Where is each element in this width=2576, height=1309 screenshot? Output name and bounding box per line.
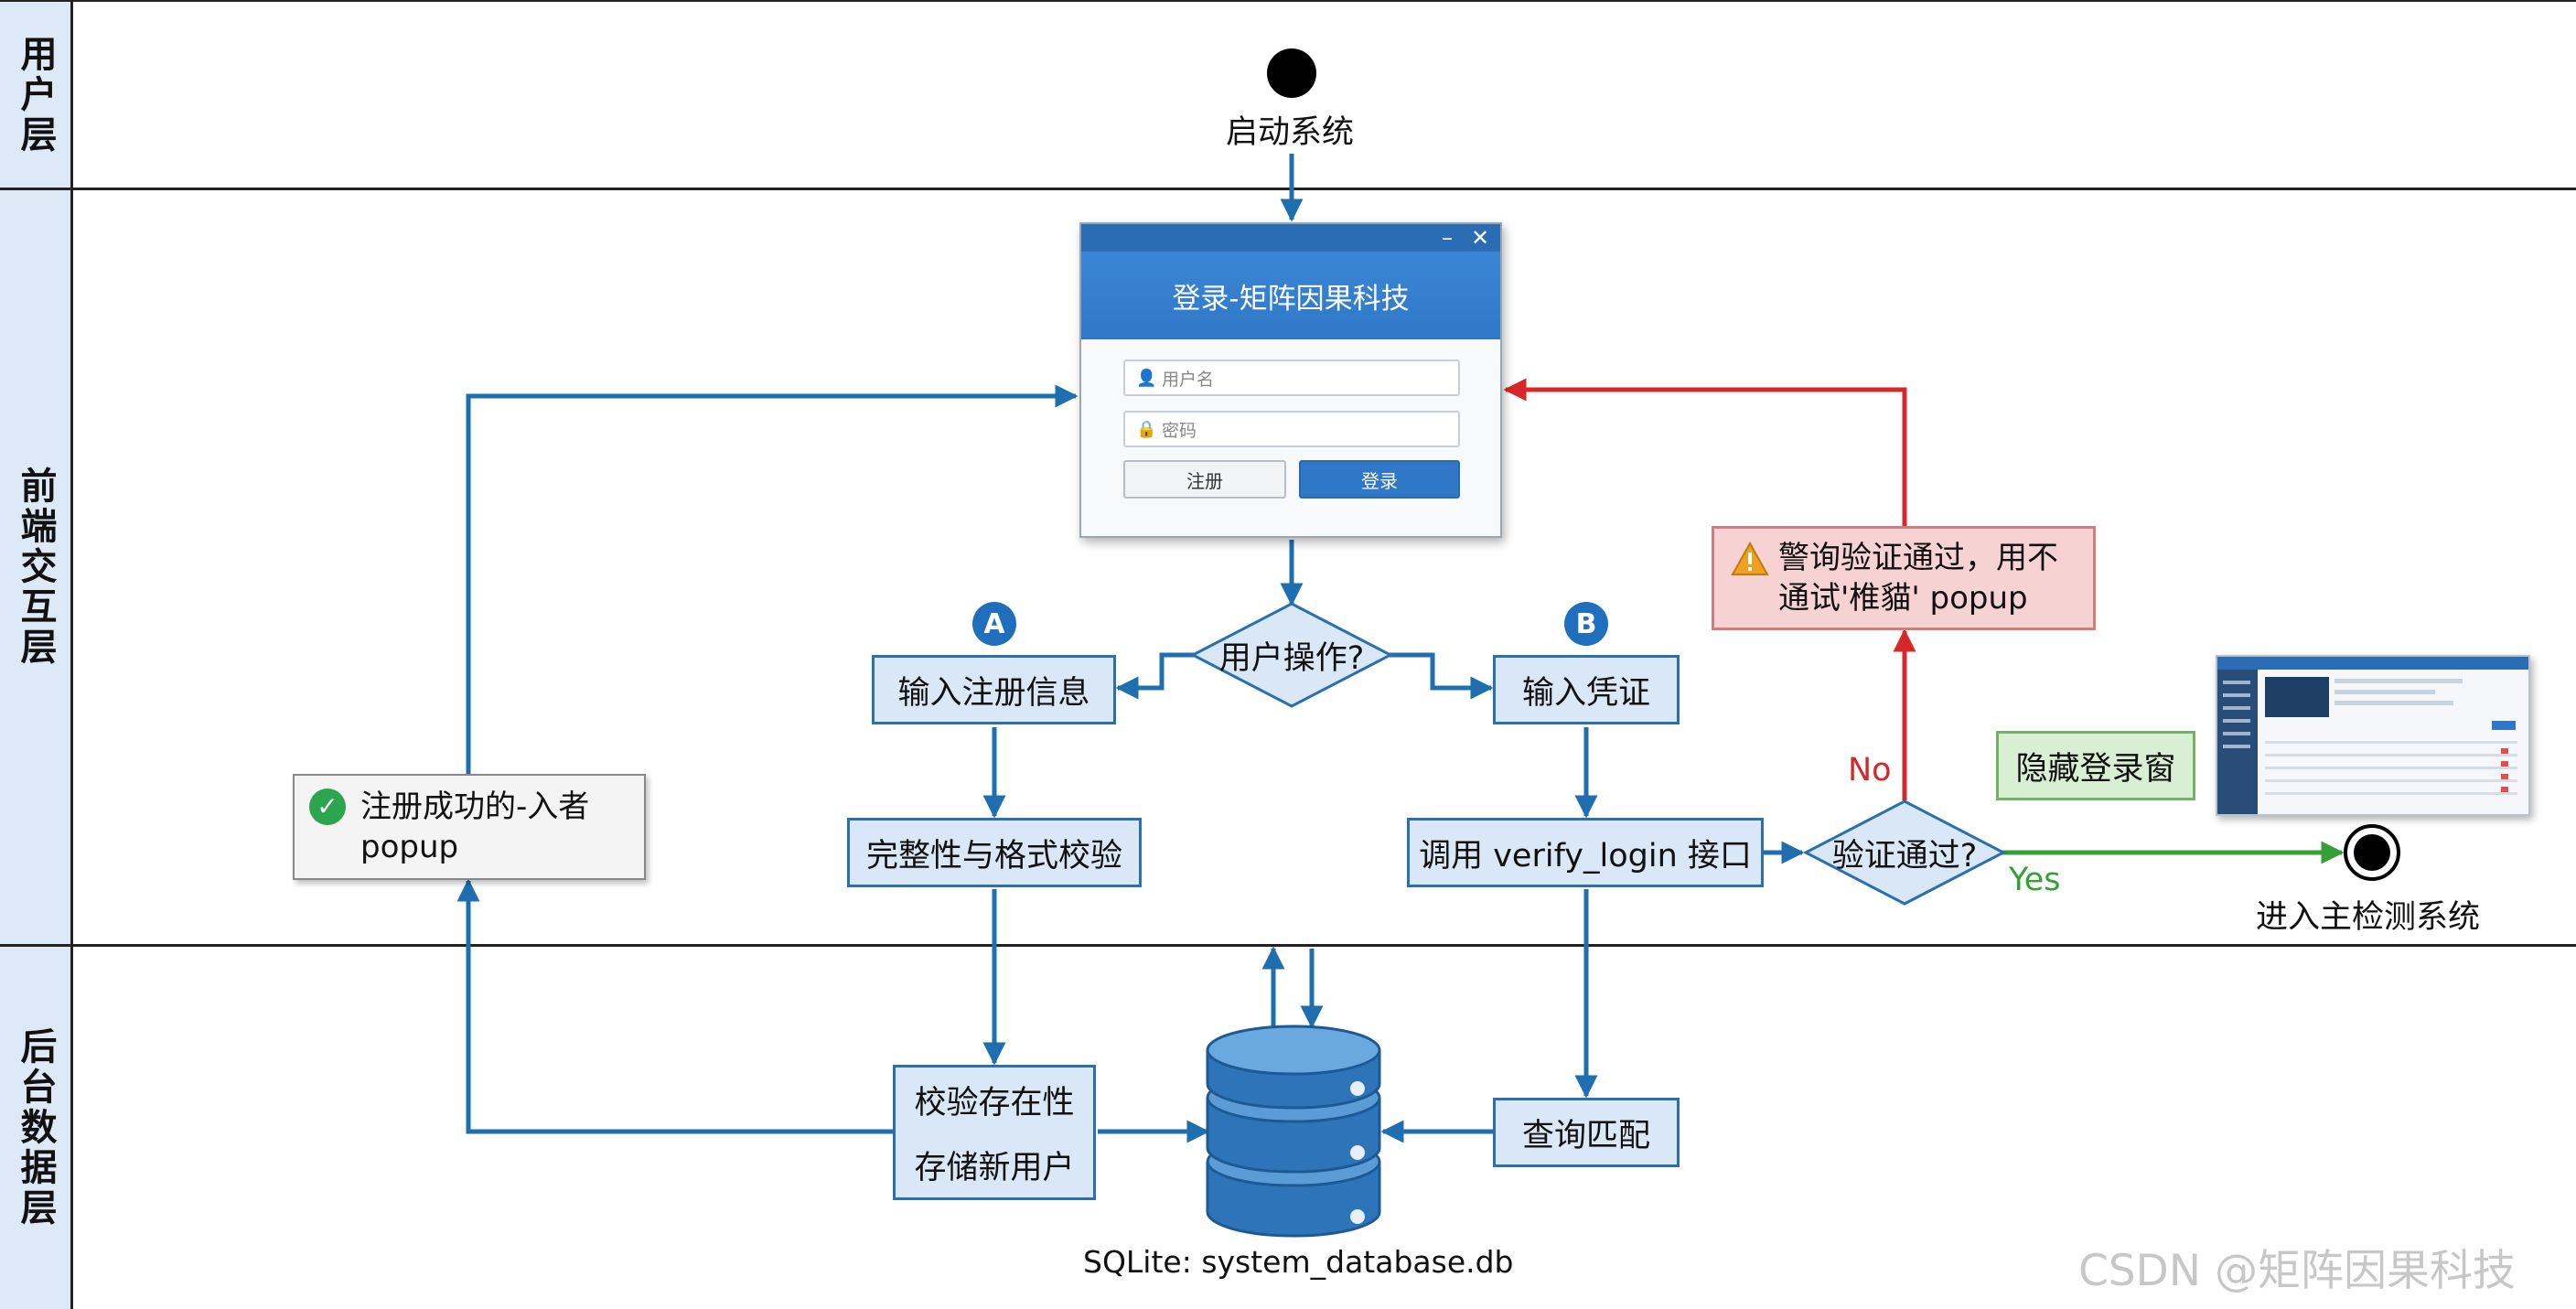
login-button[interactable]: 登录 <box>1299 460 1460 499</box>
username-placeholder: 用户名 <box>1162 369 1215 390</box>
decision-verify-pass <box>1802 799 2007 906</box>
exists-store-box: 校验存在性 存储新用户 <box>893 1065 1096 1200</box>
start-node <box>1267 48 1316 98</box>
enter-main-label: 进入主检测系统 <box>2256 899 2481 936</box>
check-circle-icon: ✓ <box>309 789 346 825</box>
check-exists-label: 校验存在性 <box>914 1085 1075 1121</box>
decision-verify-pass-label: 验证通过? <box>1831 837 1978 874</box>
badge-b: B <box>1564 602 1608 646</box>
main-system-thumbnail <box>2216 655 2530 816</box>
badge-a: A <box>972 602 1016 646</box>
register-success-popup: ✓ 注册成功的-入者 popup <box>293 774 646 880</box>
username-input[interactable]: 👤 用户名 <box>1123 359 1460 396</box>
lane-backend: 后台数据层 <box>0 947 2576 1309</box>
register-success-text: 注册成功的-入者 popup <box>360 789 590 865</box>
call-api-box: 调用 verify_login 接口 <box>1407 818 1764 887</box>
user-icon: 👤 <box>1136 368 1157 388</box>
query-match-box: 查询匹配 <box>1493 1098 1680 1167</box>
hide-login-box: 隐藏登录窗 <box>1996 731 2195 800</box>
edge-store-to-success-popup <box>456 878 893 1134</box>
database-label: SQLite: system_database.db <box>1083 1244 1514 1280</box>
decision-user-action <box>1189 602 1394 708</box>
input-credentials-box: 输入凭证 <box>1493 655 1680 724</box>
lock-icon: 🔒 <box>1136 419 1157 439</box>
store-user-label: 存储新用户 <box>914 1150 1075 1186</box>
warning-text: 警询验证通过，用不通试'椎貓' popup <box>1778 540 2058 617</box>
password-placeholder: 密码 <box>1162 420 1197 441</box>
lane-label-backend: 后台数据层 <box>0 947 73 1309</box>
edge-success-popup-to-login <box>466 384 1079 774</box>
password-input[interactable]: 🔒 密码 <box>1123 411 1460 447</box>
lane-user: 用户层 <box>0 0 2576 190</box>
minimize-icon[interactable]: – <box>1442 225 1453 251</box>
warning-icon <box>1731 542 1769 575</box>
warning-popup: 警询验证通过，用不通试'椎貓' popup <box>1712 526 2096 630</box>
end-node-core <box>2354 834 2390 871</box>
start-label: 启动系统 <box>1226 114 1355 151</box>
login-window: – ✕ 登录-矩阵因果科技 👤 用户名 🔒 密码 注册 登录 <box>1079 222 1502 538</box>
close-icon[interactable]: ✕ <box>1471 225 1490 251</box>
decision-user-action-label: 用户操作? <box>1218 639 1365 677</box>
edge-warning-to-login <box>1503 378 1907 526</box>
input-register-box: 输入注册信息 <box>872 655 1116 724</box>
branch-yes-label: Yes <box>2009 862 2061 898</box>
login-window-titlebar <box>1081 224 1500 252</box>
lane-label-user: 用户层 <box>0 2 73 188</box>
login-window-title: 登录-矩阵因果科技 <box>1081 252 1500 339</box>
branch-no-label: No <box>1848 752 1892 789</box>
database-icon <box>1206 1025 1381 1238</box>
csdn-watermark: CSDN @矩阵因果科技 <box>2078 1246 2516 1296</box>
edge-decision-to-register <box>1115 652 1195 700</box>
lane-frontend: 前端交互层 <box>0 190 2576 947</box>
main-system-screenshot-icon <box>2217 657 2528 814</box>
register-button[interactable]: 注册 <box>1123 460 1286 499</box>
integrity-check-box: 完整性与格式校验 <box>847 818 1142 887</box>
lane-label-frontend: 前端交互层 <box>0 190 73 944</box>
edge-decision-to-credentials <box>1389 652 1494 700</box>
